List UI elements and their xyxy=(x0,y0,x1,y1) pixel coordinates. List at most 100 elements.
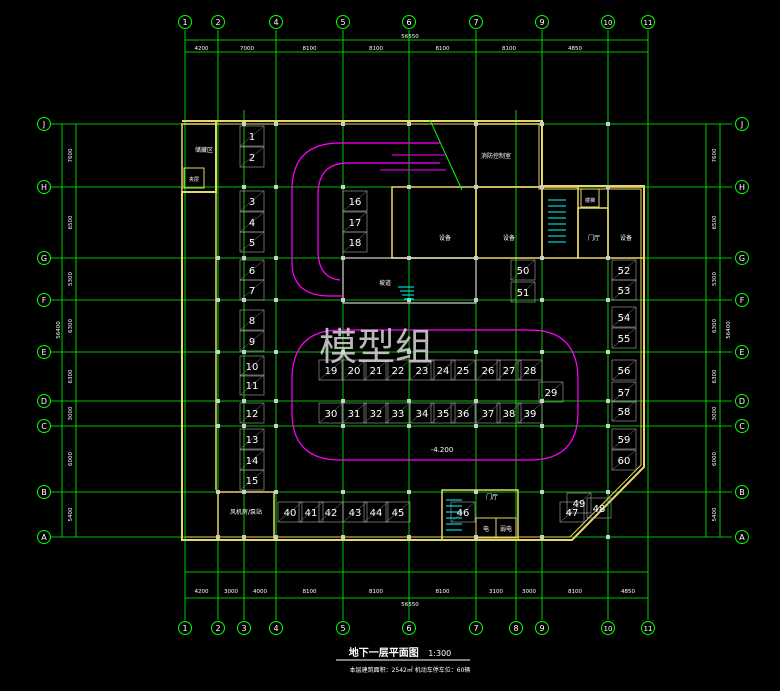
column-276-187 xyxy=(274,185,278,189)
parking-stall-60 xyxy=(611,449,637,471)
column-276-300 xyxy=(274,298,278,302)
parking-stall-30 xyxy=(318,402,344,424)
dim-left-1: 6500 xyxy=(68,215,74,229)
dim-bottom-7: 3000 xyxy=(522,589,536,595)
drawing-title: 地下一层平面图 1:300 xyxy=(349,646,452,659)
column-218-537 xyxy=(216,535,220,539)
column-343-258 xyxy=(341,256,345,260)
drive-aisle-loop xyxy=(291,329,579,461)
column-218-300 xyxy=(216,298,220,302)
drive-aisle-upper-inner xyxy=(317,162,440,281)
parking-stall-number-54: 54 xyxy=(618,313,631,324)
column-244-258 xyxy=(242,256,246,260)
column-608-300 xyxy=(606,298,610,302)
grid-bubble-bottom-11-label: 11 xyxy=(644,625,653,633)
dim-bottom-4: 8100 xyxy=(369,589,383,595)
column-218-401 xyxy=(216,399,220,403)
parking-stall-diag-11 xyxy=(239,374,265,396)
parking-stall-diag-44 xyxy=(363,501,389,523)
grid-bubble-top-11-circle xyxy=(641,15,655,29)
drawing-title-text: 地下一层平面图 xyxy=(349,646,419,659)
grid-bubble-top-1-label: 1 xyxy=(182,18,187,27)
parking-stall-8 xyxy=(239,309,265,331)
dim-top-2: 8100 xyxy=(303,46,317,52)
grid-bubble-top-5-label: 5 xyxy=(340,18,345,27)
column-476-492 xyxy=(474,490,478,494)
grid-bubble-bottom-1-circle xyxy=(178,621,192,635)
grid-bubble-top-7-label: 7 xyxy=(473,18,478,27)
grid-bubble-right-D-label: D xyxy=(739,397,745,406)
room-label-equipment-c: 设备 xyxy=(620,234,632,242)
parking-stall-diag-20 xyxy=(341,359,367,381)
grid-bubble-top-9-circle xyxy=(535,15,549,29)
parking-stall-diag-33 xyxy=(385,402,411,424)
parking-stall-diag-2 xyxy=(239,146,265,168)
parking-stall-number-20: 20 xyxy=(348,366,361,377)
column-542-187 xyxy=(540,185,544,189)
dim-top-4: 8100 xyxy=(436,46,450,52)
grid-bubble-left-D-label: D xyxy=(41,397,47,406)
column-608-258 xyxy=(606,256,610,260)
dim-right-0: 7600 xyxy=(712,148,718,162)
grid-bubble-left-C-circle xyxy=(37,419,51,433)
parking-stall-35 xyxy=(430,402,456,424)
parking-stall-53 xyxy=(611,279,637,301)
column-276-492 xyxy=(274,490,278,494)
dimension-lines xyxy=(61,39,721,599)
parking-stall-diag-4 xyxy=(239,211,265,233)
parking-stall-40 xyxy=(277,501,303,523)
parking-stall-18 xyxy=(342,231,368,253)
grid-bubble-bottom-1-label: 1 xyxy=(182,624,187,633)
grid-bubble-bottom-4-circle xyxy=(269,621,283,635)
room-mezzanine xyxy=(183,167,205,189)
parking-stall-diag-16 xyxy=(342,190,368,212)
parking-stall-5 xyxy=(239,231,265,253)
parking-stall-number-12: 12 xyxy=(246,409,259,420)
column-409-258 xyxy=(407,256,411,260)
room-label-ramp: 坡道 xyxy=(379,279,391,287)
grid-bubble-right-D-circle xyxy=(735,394,749,408)
grid-bubble-top-10-label: 10 xyxy=(604,19,613,27)
column-608-187 xyxy=(606,185,610,189)
grid-bubble-bottom-8-label: 8 xyxy=(513,624,518,633)
parking-stall-number-32: 32 xyxy=(370,409,383,420)
grid-bubble-right-G-label: G xyxy=(739,254,745,263)
grid-bubble-right-C-circle xyxy=(735,419,749,433)
parking-stall-number-23: 23 xyxy=(416,366,429,377)
column-218-426 xyxy=(216,424,220,428)
grid-bubble-right-F-label: F xyxy=(740,296,745,305)
column-343-537 xyxy=(341,535,345,539)
parking-stall-number-4: 4 xyxy=(249,218,255,229)
grid-bubble-bottom-7-label: 7 xyxy=(473,624,478,633)
grid-bubble-left-G-label: G xyxy=(41,254,47,263)
parking-stall-diag-49 xyxy=(566,492,592,514)
parking-stall-number-15: 15 xyxy=(246,476,259,487)
parking-stall-16 xyxy=(342,190,368,212)
parking-stall-19 xyxy=(318,359,344,381)
parking-stall-12 xyxy=(239,402,265,424)
parking-stall-diag-54 xyxy=(611,306,637,328)
column-608-492 xyxy=(606,490,610,494)
grid-bubble-bottom-6-label: 6 xyxy=(406,624,411,633)
grid-bubble-right-H-circle xyxy=(735,180,749,194)
parking-stall-55 xyxy=(611,327,637,349)
column-608-537 xyxy=(606,535,610,539)
parking-stall-diag-31 xyxy=(341,402,367,424)
column-608-401 xyxy=(606,399,610,403)
drawing-scale: 1:300 xyxy=(428,649,451,658)
room-stair xyxy=(541,186,579,259)
grid-bubble-right-F-circle xyxy=(735,293,749,307)
grid-bubble-bottom-4-label: 4 xyxy=(273,624,278,633)
grid-bubble-right-J-circle xyxy=(735,117,749,131)
grid-bubble-right-B-circle xyxy=(735,485,749,499)
dim-bottom-9: 4850 xyxy=(621,589,635,595)
column-409-492 xyxy=(407,490,411,494)
column-476-258 xyxy=(474,256,478,260)
parking-stall-number-1: 1 xyxy=(249,132,255,143)
dim-left-4: 6300 xyxy=(68,369,74,383)
grid-bubble-top-4-label: 4 xyxy=(273,18,278,27)
parking-stall-diag-58 xyxy=(611,400,637,422)
parking-stall-21 xyxy=(363,359,389,381)
grid-bubble-top-2-circle xyxy=(211,15,225,29)
parking-stall-diag-19 xyxy=(318,359,344,381)
